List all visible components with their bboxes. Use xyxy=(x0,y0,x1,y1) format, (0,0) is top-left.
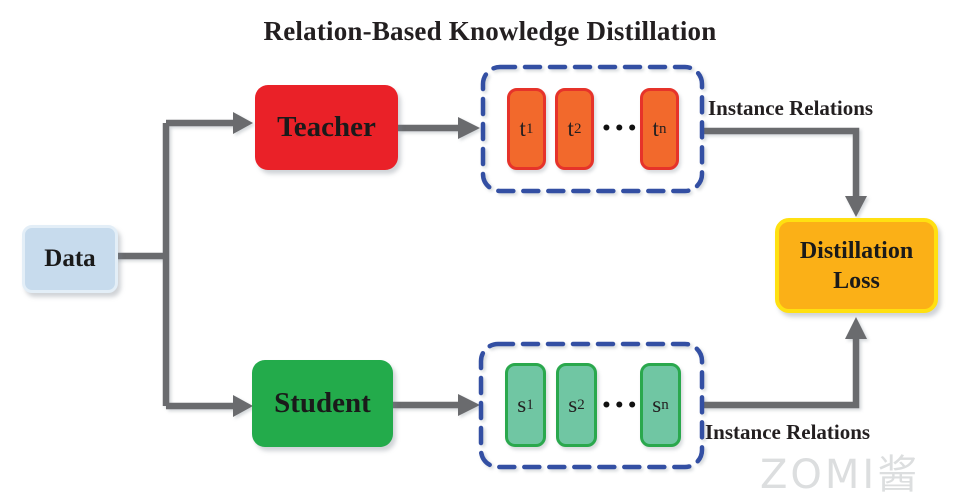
instance-relations-label-bottom: Instance Relations xyxy=(705,420,871,444)
arrow-student-relations-line xyxy=(704,337,860,409)
s2-label: s xyxy=(568,392,578,417)
teacher-node: Teacher xyxy=(255,85,398,170)
arrow-data-branch-line xyxy=(115,119,234,410)
arrowhead-loss-bottom xyxy=(845,317,867,339)
t2-label: t xyxy=(567,116,574,141)
arrowhead-loss-top xyxy=(845,196,867,217)
teacher-features-container xyxy=(480,64,705,194)
arrowhead-teacher-features xyxy=(458,117,480,139)
tn-label: t xyxy=(652,116,659,141)
distillation-loss-label-line2: Loss xyxy=(833,267,880,294)
distillation-loss-label-line1: Distillation xyxy=(799,237,914,264)
diagram-title: Relation-Based Knowledge Distillation xyxy=(263,16,717,46)
instance-relations-label-top: Instance Relations xyxy=(708,96,874,120)
teacher-ellipsis: ••• xyxy=(601,119,640,139)
distillation-loss-node: Distillation Loss xyxy=(775,218,938,313)
student-node: Student xyxy=(252,360,393,447)
student-node-label: Student xyxy=(274,387,371,419)
arrowhead-student-features xyxy=(458,394,480,416)
s1-label: s xyxy=(517,392,527,417)
student-features-container xyxy=(478,341,705,470)
student-ellipsis: ••• xyxy=(601,396,640,416)
watermark-logo: ZOMI酱 xyxy=(760,452,921,493)
arrowhead-to-student xyxy=(233,395,253,417)
arrowhead-to-teacher xyxy=(233,112,253,134)
data-node-label: Data xyxy=(44,245,96,272)
teacher-node-label: Teacher xyxy=(277,111,376,143)
arrow-teacher-relations-line xyxy=(704,127,860,198)
data-node: Data xyxy=(22,225,118,293)
sn-label: s xyxy=(652,392,662,417)
t1-label: t xyxy=(519,116,526,141)
